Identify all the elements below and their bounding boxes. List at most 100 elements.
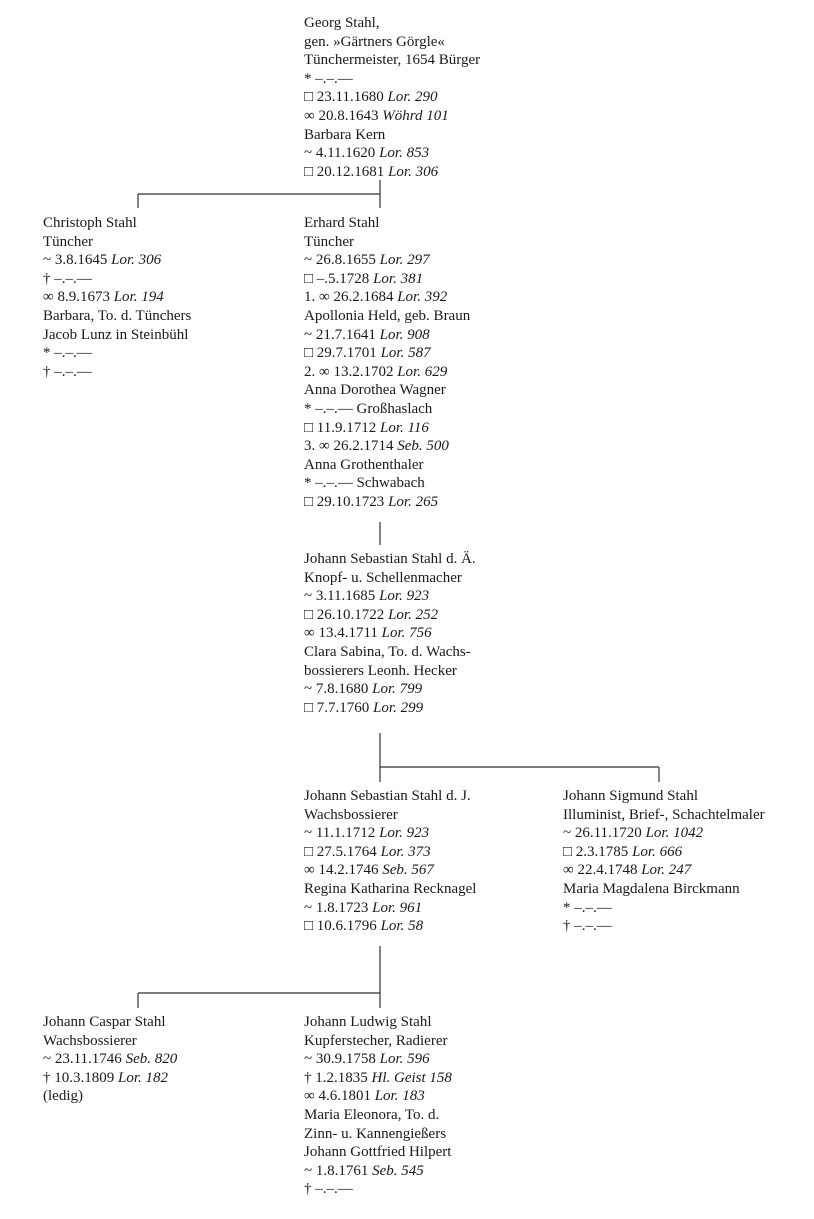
record-text: Maria Magdalena Birckmann	[563, 880, 740, 897]
record-text: ∞ 20.8.1643	[304, 107, 383, 124]
record-line: □ –.5.1728 Lor. 381	[304, 270, 470, 289]
record-line: □ 10.6.1796 Lor. 58	[304, 917, 476, 936]
record-text: ∞ 14.2.1746	[304, 862, 383, 879]
record-text: † –.–.—	[43, 270, 92, 287]
record-source-ref: Hl. Geist 158	[371, 1069, 452, 1086]
record-line: * –.–.— Großhaslach	[304, 400, 470, 419]
record-source-ref: Lor. 923	[379, 588, 430, 605]
record-source-ref: Lor. 182	[118, 1069, 169, 1086]
record-line: ~ 3.11.1685 Lor. 923	[304, 587, 476, 606]
record-text: Maria Eleonora, To. d.	[304, 1106, 440, 1123]
record-line: □ 26.10.1722 Lor. 252	[304, 606, 476, 625]
record-source-ref: Lor. 596	[379, 1051, 430, 1068]
record-source-ref: Lor. 58	[380, 918, 424, 935]
record-text: Kupferstecher, Radierer	[304, 1032, 448, 1049]
record-text: ∞ 4.6.1801	[304, 1088, 375, 1105]
person-johann-sebastian-stahl-younger: Johann Sebastian Stahl d. J. Wachsbossier…	[304, 787, 476, 936]
record-source-ref: Seb. 500	[397, 438, 449, 455]
record-text: Johann Ludwig Stahl	[304, 1014, 432, 1030]
record-line: Anna Dorothea Wagner	[304, 381, 470, 400]
record-text: □ 23.11.1680	[304, 89, 388, 106]
record-text: † 1.2.1835	[304, 1069, 372, 1086]
record-text: ~ 1.8.1723	[304, 899, 373, 916]
record-source-ref: Lor. 116	[380, 419, 429, 436]
record-line: Apollonia Held, geb. Braun	[304, 307, 470, 326]
record-line: gen. »Gärtners Görgle«	[304, 33, 480, 52]
record-text: 3. ∞ 26.2.1714	[304, 438, 398, 455]
record-text: □ 11.9.1712	[304, 419, 381, 436]
record-text: □ 29.10.1723	[304, 493, 389, 510]
record-source-ref: Lor. 306	[388, 163, 439, 180]
record-text: Johann Gottfried Hilpert	[304, 1144, 452, 1161]
record-line: Johann Sigmund Stahl	[563, 787, 765, 806]
record-line: Johann Sebastian Stahl d. J.	[304, 787, 476, 806]
record-text: Tüncher	[304, 233, 354, 250]
record-line: ~ 7.8.1680 Lor. 799	[304, 680, 476, 699]
record-line: Jacob Lunz in Steinbühl	[43, 326, 191, 345]
record-text: □ 26.10.1722	[304, 606, 389, 623]
record-text: Johann Sebastian Stahl d. Ä.	[304, 551, 476, 567]
record-line: □ 23.11.1680 Lor. 290	[304, 88, 480, 107]
record-line: 2. ∞ 13.2.1702 Lor. 629	[304, 363, 470, 382]
record-text: Tüncher	[43, 233, 93, 250]
record-text: Wachsbossierer	[304, 806, 398, 823]
record-text: □ –.5.1728	[304, 270, 374, 287]
record-text: Jacob Lunz in Steinbühl	[43, 326, 189, 343]
record-text: □ 2.3.1785	[563, 843, 633, 860]
record-line: † –.–.—	[304, 1180, 452, 1199]
record-line: Maria Magdalena Birckmann	[563, 880, 765, 899]
record-line: Erhard Stahl	[304, 214, 470, 233]
record-text: Johann Sebastian Stahl d. J.	[304, 788, 471, 804]
record-line: Zinn- u. Kannengießers	[304, 1125, 452, 1144]
record-line: □ 2.3.1785 Lor. 666	[563, 843, 765, 862]
record-text: * –.–.— Großhaslach	[304, 400, 433, 417]
record-source-ref: Lor. 299	[373, 699, 424, 716]
record-text: Barbara Kern	[304, 126, 386, 143]
record-text: □ 7.7.1760	[304, 699, 374, 716]
record-source-ref: Lor. 252	[388, 606, 439, 623]
record-text: Zinn- u. Kannengießers	[304, 1125, 447, 1142]
record-line: 1. ∞ 26.2.1684 Lor. 392	[304, 288, 470, 307]
record-line: † –.–.—	[563, 917, 765, 936]
record-line: Knopf- u. Schellenmacher	[304, 569, 476, 588]
record-line: bossierers Leonh. Hecker	[304, 662, 476, 681]
record-text: □ 29.7.1701	[304, 345, 381, 362]
record-text: ∞ 22.4.1748	[563, 862, 642, 879]
record-text: ~ 7.8.1680	[304, 681, 373, 698]
record-line: ~ 3.8.1645 Lor. 306	[43, 251, 191, 270]
record-text: ~ 30.9.1758	[304, 1051, 380, 1068]
record-line: ∞ 8.9.1673 Lor. 194	[43, 288, 191, 307]
record-text: Knopf- u. Schellenmacher	[304, 569, 462, 586]
record-line: Christoph Stahl	[43, 214, 191, 233]
record-source-ref: Lor. 666	[632, 843, 683, 860]
record-line: Clara Sabina, To. d. Wachs-	[304, 643, 476, 662]
record-source-ref: Lor. 1042	[645, 825, 704, 842]
record-text: □ 10.6.1796	[304, 918, 381, 935]
record-source-ref: Lor. 306	[111, 252, 162, 269]
record-text: ~ 26.11.1720	[563, 825, 646, 842]
record-line: Tüncher	[304, 233, 470, 252]
record-source-ref: Lor. 799	[372, 681, 423, 698]
record-text: Illuminist, Brief-, Schachtelmaler	[563, 806, 765, 823]
record-line: Maria Eleonora, To. d.	[304, 1106, 452, 1125]
record-line: ~ 30.9.1758 Lor. 596	[304, 1050, 452, 1069]
record-line: ~ 26.11.1720 Lor. 1042	[563, 824, 765, 843]
record-source-ref: Seb. 545	[372, 1162, 424, 1179]
record-text: * –.–.— Schwabach	[304, 475, 425, 492]
record-line: Barbara, To. d. Tünchers	[43, 307, 191, 326]
record-text: Johann Caspar Stahl	[43, 1014, 166, 1030]
record-text: □ 20.12.1681	[304, 163, 389, 180]
record-line: Johann Ludwig Stahl	[304, 1013, 452, 1032]
record-line: ~ 26.8.1655 Lor. 297	[304, 251, 470, 270]
person-johann-sebastian-stahl-elder: Johann Sebastian Stahl d. Ä. Knopf- u. Sc…	[304, 550, 476, 717]
record-text: † –.–.—	[304, 1181, 353, 1198]
record-line: ~ 23.11.1746 Seb. 820	[43, 1050, 177, 1069]
record-text: 1. ∞ 26.2.1684	[304, 289, 398, 306]
record-line: ∞ 22.4.1748 Lor. 247	[563, 861, 765, 880]
record-source-ref: Lor. 381	[373, 270, 424, 287]
record-line: ~ 1.8.1761 Seb. 545	[304, 1162, 452, 1181]
record-line: ~ 1.8.1723 Lor. 961	[304, 899, 476, 918]
